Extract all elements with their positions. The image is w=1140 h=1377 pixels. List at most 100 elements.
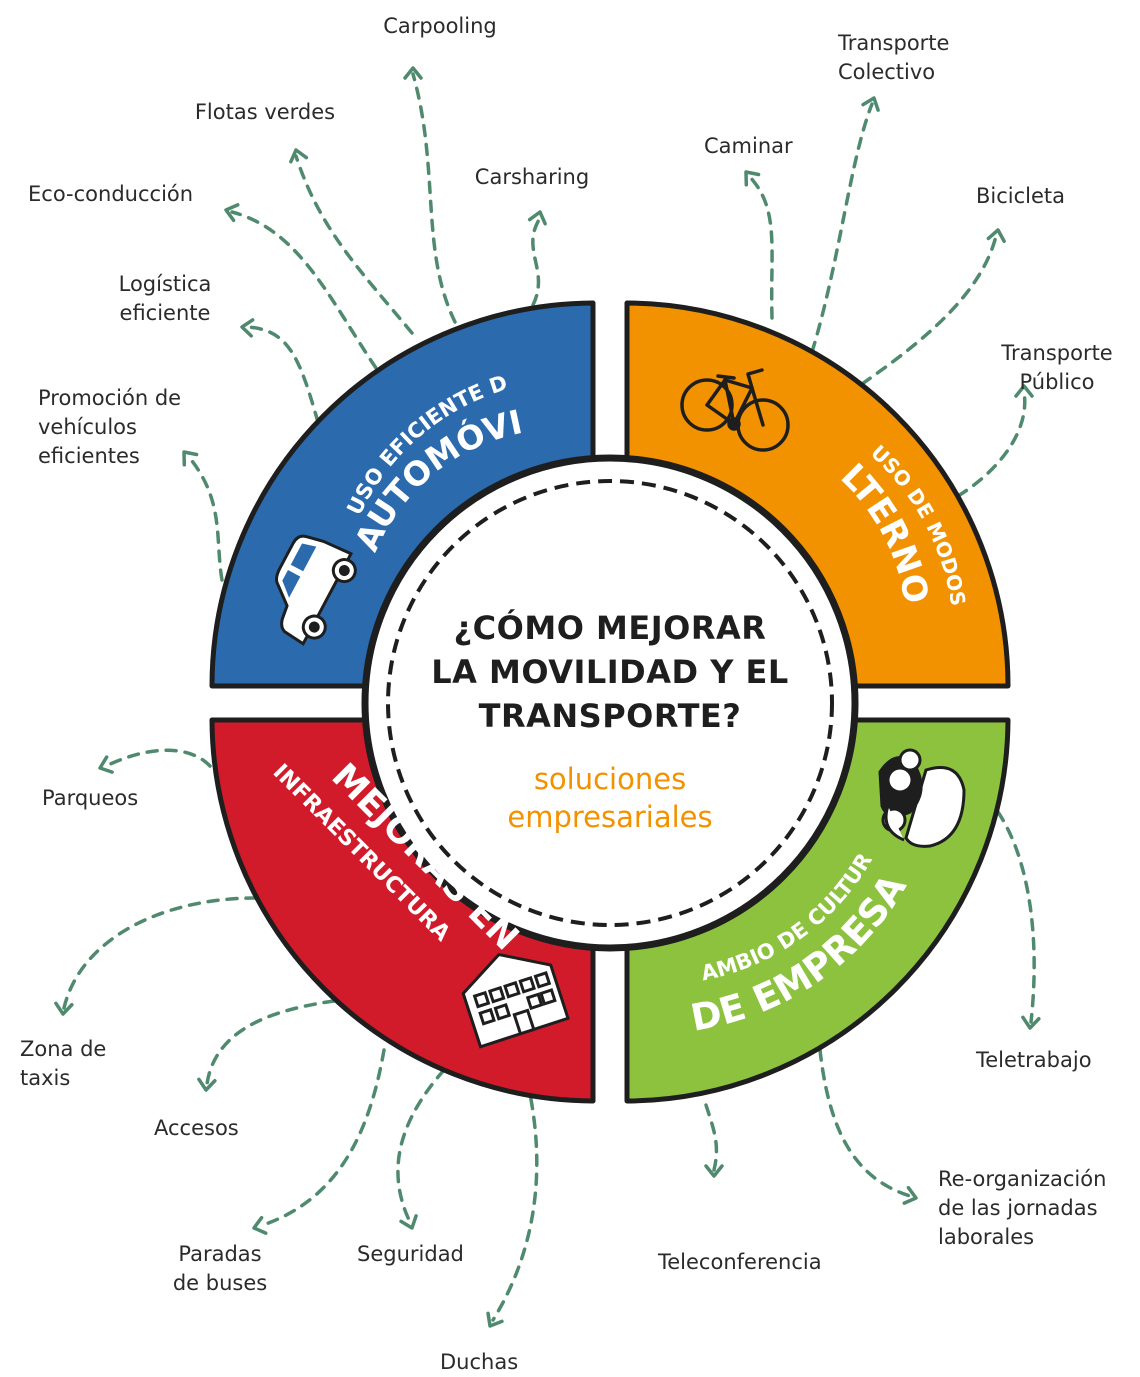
arrow-transporte-publico-head bbox=[1014, 384, 1034, 398]
label-parqueos: Parqueos bbox=[42, 784, 138, 813]
arrow-parqueos-head bbox=[98, 755, 114, 774]
label-transporte-publico: Transporte Público bbox=[982, 339, 1132, 397]
center-circle bbox=[361, 454, 859, 952]
arrow-carsharing-line bbox=[531, 216, 542, 307]
building-icon bbox=[461, 952, 570, 1049]
arrow-eco-conduccion bbox=[224, 203, 378, 370]
label-bicicleta: Bicicleta bbox=[976, 182, 1065, 211]
label-line: Transporte bbox=[1001, 341, 1113, 365]
people-icon bbox=[878, 748, 966, 848]
label-line: de buses bbox=[172, 1271, 268, 1295]
arrow-parqueos-line bbox=[104, 748, 212, 768]
center-question-line: TRANSPORTE? bbox=[478, 697, 742, 735]
arrow-teleconferencia-head bbox=[704, 1164, 724, 1178]
arrow-carsharing-head bbox=[527, 210, 547, 226]
arrow-zona-taxis bbox=[54, 896, 258, 1016]
arrow-flotas-verdes-head bbox=[289, 148, 309, 164]
label-line: de las jornadas bbox=[938, 1196, 1098, 1220]
label-line: Teleconferencia bbox=[658, 1250, 822, 1274]
center-subtitle-line: empresariales bbox=[507, 800, 713, 834]
label-flotas-verdes: Flotas verdes bbox=[170, 98, 360, 127]
arrow-seguridad-head bbox=[399, 1214, 418, 1230]
label-line: Carsharing bbox=[474, 165, 590, 189]
arrow-promocion-head bbox=[182, 450, 199, 467]
bicycle-icon bbox=[680, 368, 790, 452]
arrow-caminar bbox=[744, 170, 774, 320]
label-eco-conduccion: Eco-conducción bbox=[28, 180, 193, 209]
label-teleconferencia: Teleconferencia bbox=[658, 1248, 822, 1277]
label-line: Eco-conducción bbox=[28, 182, 194, 206]
arrow-paradas-buses-line bbox=[258, 1048, 386, 1228]
arrow-eco-conduccion-head bbox=[224, 203, 240, 223]
arrow-teletrabajo bbox=[996, 810, 1041, 1030]
label-line: Zona de bbox=[20, 1037, 107, 1061]
label-reorganizacion-jornadas: Re-organización de las jornadas laborale… bbox=[938, 1165, 1106, 1252]
label-line: Bicicleta bbox=[976, 184, 1066, 208]
label-seguridad: Seguridad bbox=[357, 1240, 464, 1269]
arrow-carpooling-line bbox=[411, 72, 457, 324]
arrow-carpooling-head bbox=[403, 66, 423, 80]
label-transporte-colectivo: Transporte Colectivo bbox=[838, 29, 949, 87]
label-line: Transporte bbox=[838, 31, 950, 55]
arrow-paradas-buses-head bbox=[252, 1215, 268, 1235]
label-line: taxis bbox=[20, 1066, 71, 1090]
arrow-logistica-line bbox=[246, 325, 320, 424]
arrow-seguridad bbox=[396, 1068, 446, 1230]
label-line: Teletrabajo bbox=[976, 1048, 1092, 1072]
label-line: Promoción de bbox=[38, 386, 182, 410]
label-line: Carpooling bbox=[383, 14, 497, 38]
arrow-accesos-line bbox=[205, 999, 336, 1086]
arrow-teleconferencia-line bbox=[704, 1103, 719, 1172]
label-line: laborales bbox=[938, 1225, 1035, 1249]
label-teletrabajo: Teletrabajo bbox=[976, 1046, 1092, 1075]
arrow-logistica-head bbox=[240, 318, 255, 338]
arrow-duchas-line bbox=[491, 1078, 539, 1322]
arrow-flotas-verdes bbox=[289, 148, 414, 335]
label-paradas-de-buses: Paradas de buses bbox=[160, 1240, 280, 1298]
arrow-zona-taxis-head bbox=[54, 1001, 74, 1016]
arrow-teletrabajo-head bbox=[1021, 1015, 1041, 1030]
label-line: Caminar bbox=[704, 134, 793, 158]
arrow-transporte-publico bbox=[956, 384, 1034, 498]
arrow-logistica bbox=[240, 318, 320, 424]
arrow-carpooling bbox=[403, 66, 457, 324]
center-subtitle-line: soluciones bbox=[533, 762, 687, 796]
label-line: Duchas bbox=[440, 1350, 519, 1374]
label-line: Paradas bbox=[178, 1242, 262, 1266]
arrow-zona-taxis-line bbox=[62, 896, 258, 1010]
arrow-promocion bbox=[182, 450, 224, 582]
arrow-parqueos bbox=[98, 748, 212, 774]
arrow-transporte-publico-line bbox=[956, 390, 1027, 498]
label-caminar: Caminar bbox=[704, 132, 793, 161]
arrow-duchas bbox=[486, 1078, 539, 1328]
label-line: Público bbox=[1019, 370, 1095, 394]
label-line: Logística bbox=[118, 272, 212, 296]
arrow-teletrabajo-line bbox=[996, 810, 1036, 1024]
arrow-flotas-verdes-line bbox=[294, 154, 414, 335]
center-question: ¿CÓMO MEJORAR LA MOVILIDAD Y EL TRANSPOR… bbox=[410, 606, 810, 738]
label-line: eficientes bbox=[38, 444, 140, 468]
arrow-paradas-buses bbox=[252, 1048, 386, 1235]
arrow-reorganizacion-head bbox=[902, 1185, 918, 1205]
center-question-line: ¿CÓMO MEJORAR bbox=[453, 609, 767, 647]
center-dashed-ring bbox=[386, 479, 834, 927]
label-line: Parqueos bbox=[42, 786, 139, 810]
label-carpooling: Carpooling bbox=[360, 12, 520, 41]
arrow-duchas-head bbox=[486, 1311, 504, 1328]
arrow-carsharing bbox=[527, 210, 547, 307]
label-promocion-vehiculos: Promoción de vehículos eficientes bbox=[38, 384, 181, 471]
label-line: Colectivo bbox=[838, 60, 936, 84]
arrow-caminar-head bbox=[744, 170, 761, 187]
label-logistica-eficiente: Logística eficiente bbox=[95, 270, 235, 328]
arrow-caminar-line bbox=[748, 175, 774, 320]
label-duchas: Duchas bbox=[440, 1348, 518, 1377]
arrow-transporte-colectivo-line bbox=[810, 102, 874, 354]
arrow-accesos-head bbox=[197, 1077, 217, 1092]
center-question-line: LA MOVILIDAD Y EL bbox=[431, 653, 789, 691]
arrow-reorganizacion bbox=[818, 1048, 918, 1205]
arrow-accesos bbox=[197, 999, 336, 1092]
arrow-bicicleta-head bbox=[986, 228, 1006, 243]
label-line: Flotas verdes bbox=[194, 100, 336, 124]
